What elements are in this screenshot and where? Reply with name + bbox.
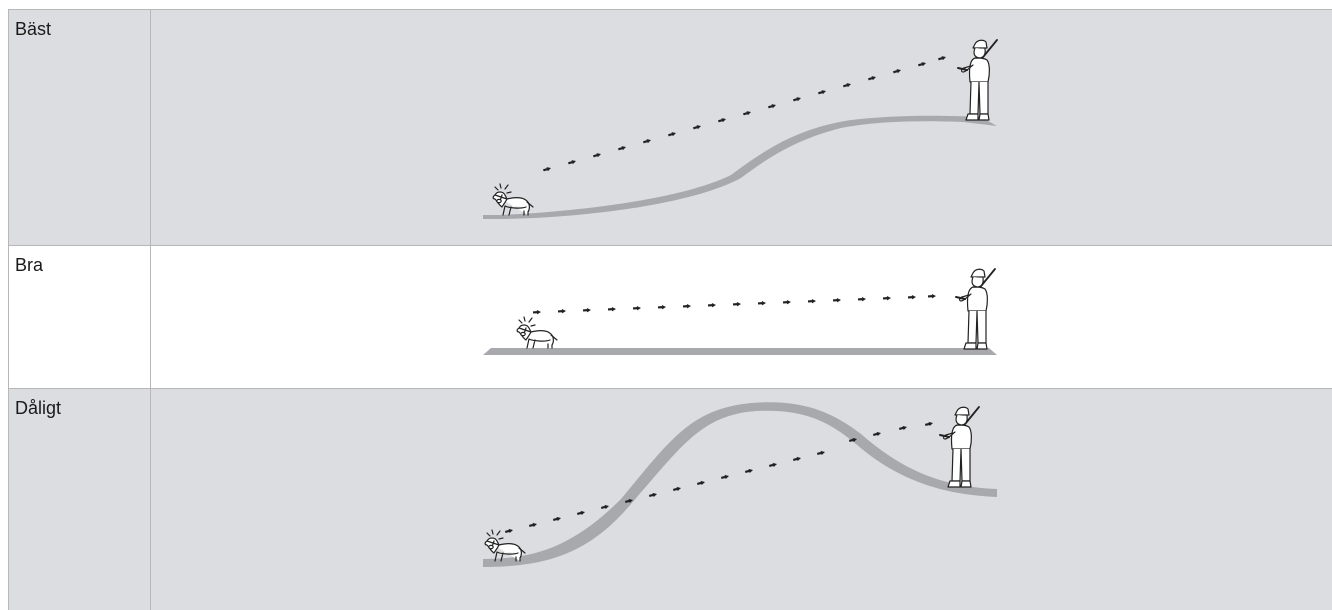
dog-with-collar-icon [493, 184, 533, 215]
figure-best-svg [151, 10, 1332, 245]
figure-good [151, 246, 1332, 388]
hunter-with-handheld-icon [956, 269, 995, 349]
hunter-with-handheld-icon [940, 407, 979, 487]
signal-quality-table: Bäst [8, 9, 1332, 610]
terrain-hill [483, 402, 997, 567]
terrain-rising [483, 116, 997, 219]
figure-good-svg [151, 246, 1332, 388]
hunter-with-handheld-icon [958, 40, 997, 120]
row-label-good: Bra [9, 246, 151, 388]
signal-arrows [543, 55, 947, 173]
row-good: Bra [9, 246, 1332, 389]
dog-with-collar-icon [517, 317, 557, 348]
row-label-best: Bäst [9, 10, 151, 245]
terrain-flat [483, 348, 997, 355]
signal-arrows [533, 294, 936, 315]
figure-poor [151, 389, 1332, 610]
dog-with-collar-icon [485, 530, 525, 561]
figure-best [151, 10, 1332, 245]
row-poor: Dåligt [9, 389, 1332, 610]
signal-arrows [505, 421, 934, 534]
row-best: Bäst [9, 10, 1332, 246]
figure-poor-svg [151, 389, 1332, 610]
row-label-poor: Dåligt [9, 389, 151, 610]
